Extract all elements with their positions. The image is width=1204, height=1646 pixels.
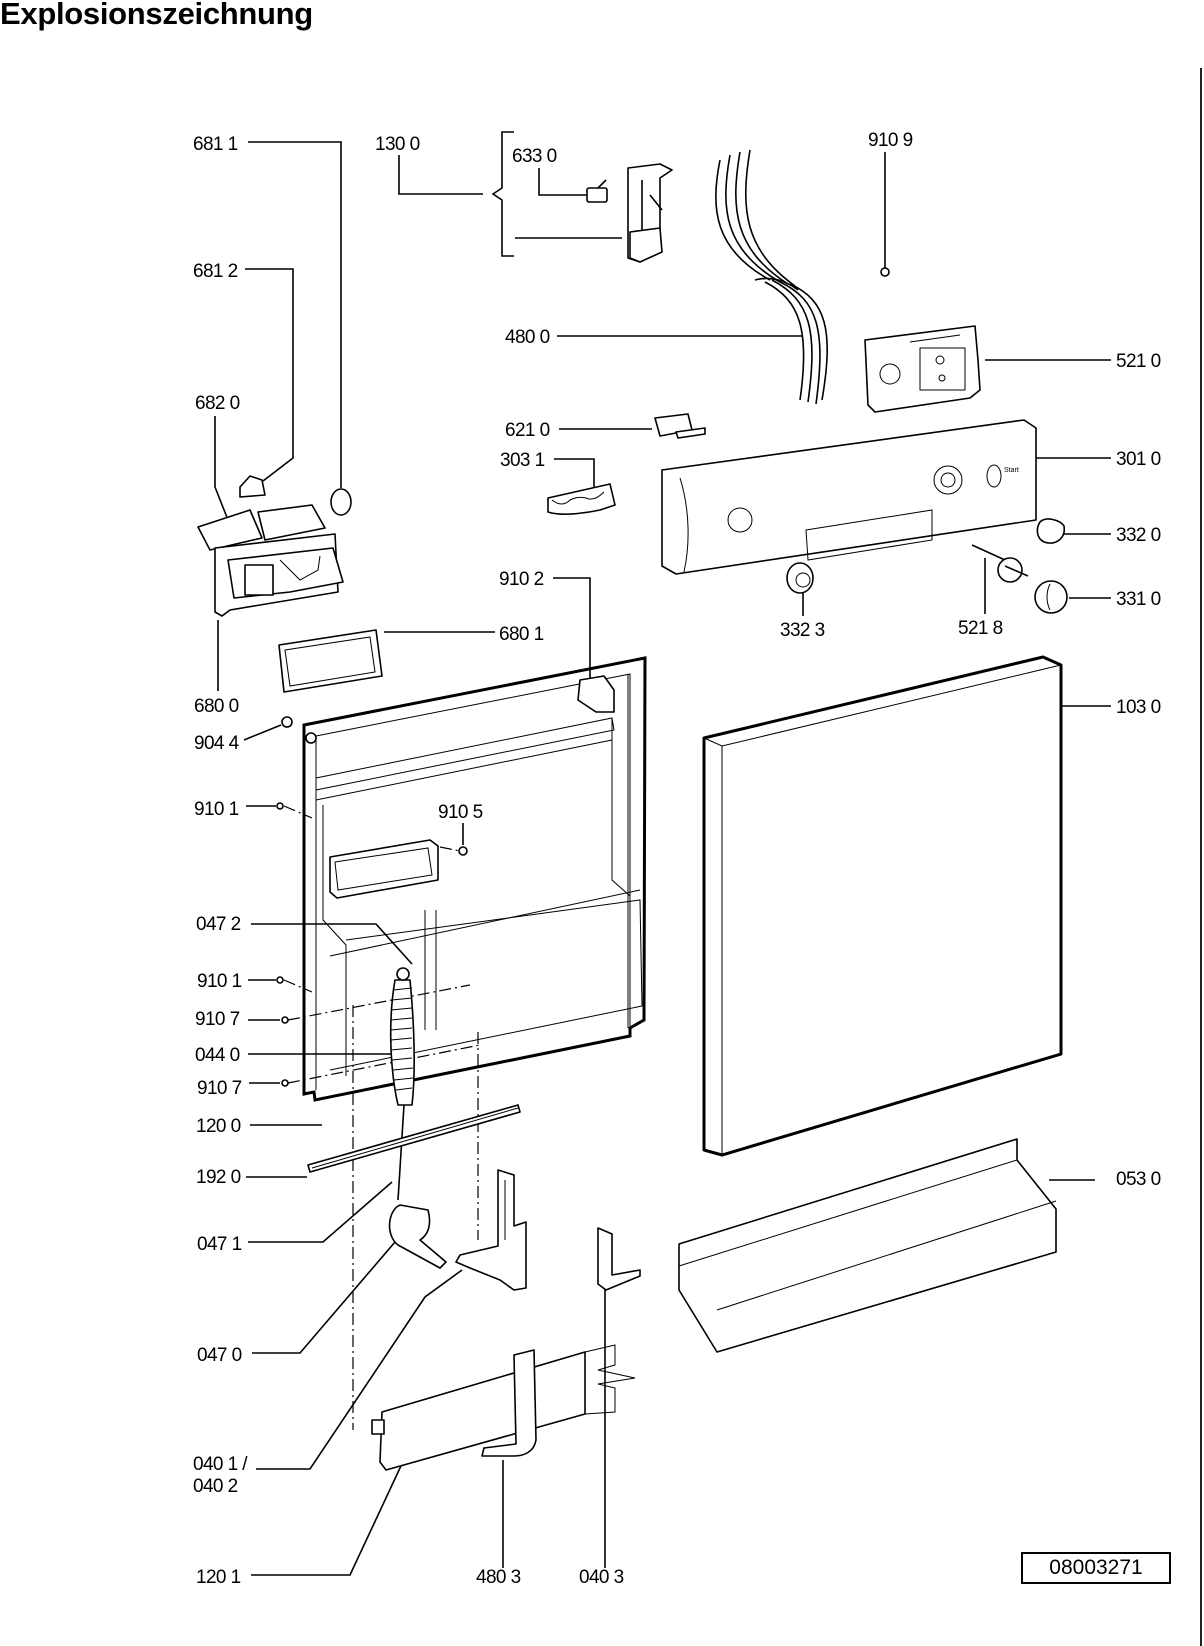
label-301-0[interactable]: 301 0 (1116, 449, 1161, 470)
label-521-8[interactable]: 521 8 (958, 618, 1003, 639)
leader-682-0 (214, 416, 229, 521)
label-633-0[interactable]: 633 0 (512, 146, 557, 167)
wire-harness-480-0[interactable] (715, 149, 828, 405)
electronic-module-521-0[interactable] (864, 325, 981, 413)
hinge-bracket-910-2 (577, 675, 615, 713)
label-621-0[interactable]: 621 0 (505, 420, 550, 441)
leader-904-4 (243, 724, 282, 741)
leader-lines (214, 131, 1111, 1576)
leader-120-1 (251, 1452, 408, 1576)
leader-681-2 (245, 268, 294, 482)
gasket-680-1[interactable] (278, 629, 383, 693)
label-680-0[interactable]: 680 0 (194, 696, 239, 717)
bracket-040-3[interactable] (597, 1227, 641, 1291)
label-910-9[interactable]: 910 9 (868, 130, 913, 151)
label-331-0[interactable]: 331 0 (1116, 589, 1161, 610)
leader-130-0 (398, 155, 483, 195)
hinge-040-1-040-2[interactable] (455, 1169, 527, 1291)
label-910-2[interactable]: 910 2 (499, 569, 544, 590)
label-910-5[interactable]: 910 5 (438, 802, 483, 823)
handle-303-1[interactable] (547, 483, 616, 515)
dispenser-680-0[interactable] (197, 504, 344, 617)
label-680-1[interactable]: 680 1 (499, 624, 544, 645)
label-682-0[interactable]: 682 0 (195, 393, 240, 414)
rail-192-0[interactable] (307, 1104, 521, 1173)
switch-621-0[interactable] (654, 413, 706, 439)
leader-047-0 (252, 1241, 396, 1354)
knob-cap-332-0[interactable] (1036, 518, 1066, 544)
label-130-0[interactable]: 130 0 (375, 134, 420, 155)
screw-910-9[interactable] (880, 267, 890, 277)
label-480-3[interactable]: 480 3 (476, 1567, 521, 1588)
leader-681-1 (248, 141, 342, 488)
control-panel-301-0[interactable]: Start (661, 419, 1037, 575)
reference-number-box: 08003271 (1021, 1552, 1171, 1584)
label-192-0[interactable]: 192 0 (196, 1167, 241, 1188)
label-047-0[interactable]: 047 0 (197, 1345, 242, 1366)
microswitch-633-0[interactable] (586, 179, 608, 203)
label-910-7-lower[interactable]: 910 7 (197, 1078, 242, 1099)
screw-910-1-lower[interactable] (276, 976, 284, 984)
leader-633-0 (538, 168, 591, 196)
label-044-0[interactable]: 044 0 (195, 1045, 240, 1066)
label-332-0[interactable]: 332 0 (1116, 525, 1161, 546)
label-904-4[interactable]: 904 4 (194, 733, 240, 754)
leader-047-2 (251, 923, 413, 965)
label-681-2[interactable]: 681 2 (193, 261, 238, 282)
door-lock-130-0[interactable] (627, 163, 673, 263)
label-120-0[interactable]: 120 0 (196, 1116, 241, 1137)
cap-681-2[interactable] (239, 475, 266, 498)
leader-040-1 (256, 1269, 463, 1470)
label-910-7-upper[interactable]: 910 7 (195, 1009, 240, 1030)
label-681-1[interactable]: 681 1 (193, 134, 238, 155)
screw-910-5[interactable] (458, 846, 468, 856)
screw-910-1-upper[interactable] (276, 802, 284, 810)
label-053-0[interactable]: 053 0 (1116, 1169, 1161, 1190)
leader-303-1 (554, 458, 595, 487)
button-332-3[interactable] (786, 562, 814, 594)
label-910-1-lower[interactable]: 910 1 (197, 971, 242, 992)
frame-border (1200, 68, 1202, 1646)
screw-904-4[interactable] (281, 716, 293, 728)
screw-910-7-upper[interactable] (281, 1016, 289, 1024)
outer-door-panel-103-0[interactable] (702, 655, 1063, 1157)
screw-910-7-lower[interactable] (281, 1079, 289, 1087)
part-labels: 681 1 130 0 633 0 910 9 681 2 480 0 521 … (193, 130, 1161, 1588)
knob-331-0[interactable] (1034, 580, 1068, 614)
label-521-0[interactable]: 521 0 (1116, 351, 1161, 372)
assembly-lines (283, 805, 481, 1430)
label-047-1[interactable]: 047 1 (197, 1234, 242, 1255)
label-910-1-upper[interactable]: 910 1 (194, 799, 239, 820)
base-trim-053-0[interactable] (678, 1138, 1057, 1353)
label-040-3[interactable]: 040 3 (579, 1567, 624, 1588)
dispenser-lid-682-0 (197, 509, 263, 551)
cable-047-1 (397, 1104, 405, 1201)
seal-ring-681-1[interactable] (330, 488, 352, 516)
start-button-label: Start (1004, 467, 1019, 474)
inner-door-120-0[interactable] (302, 656, 647, 1102)
label-332-3[interactable]: 332 3 (780, 620, 825, 641)
pulley-clip-047-0[interactable] (388, 1204, 447, 1269)
label-480-0[interactable]: 480 0 (505, 327, 550, 348)
bracket-130-0 (491, 131, 514, 257)
spring-hook-047-2 (396, 967, 410, 981)
foot-bracket-480-3[interactable] (481, 1349, 537, 1457)
label-103-0[interactable]: 103 0 (1116, 697, 1161, 718)
label-120-1[interactable]: 120 1 (196, 1567, 241, 1588)
label-040-1[interactable]: 040 1 / (193, 1454, 249, 1475)
label-303-1[interactable]: 303 1 (500, 450, 545, 471)
leader-047-1 (248, 1181, 393, 1243)
page-title: Explosionszeichnung (0, 0, 313, 31)
spring-044-0[interactable] (389, 967, 415, 1201)
leader-910-2 (553, 577, 591, 702)
potentiometer-521-8[interactable] (971, 544, 1029, 583)
label-040-2[interactable]: 040 2 (193, 1476, 238, 1497)
label-047-2[interactable]: 047 2 (196, 914, 241, 935)
